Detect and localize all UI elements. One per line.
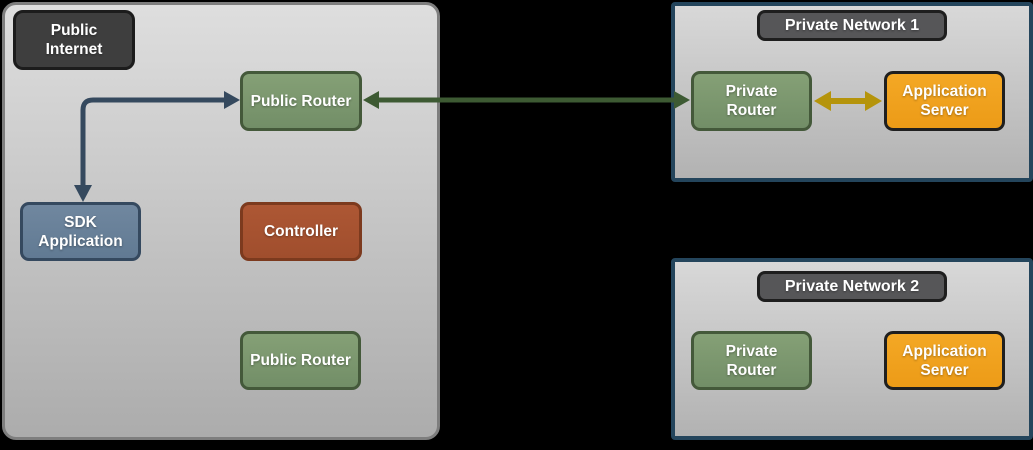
private-network-1-private-router-node: Private Router bbox=[691, 71, 812, 131]
public-internet-label: Public Internet bbox=[13, 10, 135, 70]
controller-node: Controller bbox=[240, 202, 362, 261]
public-router-bottom-node: Public Router bbox=[240, 331, 361, 390]
private-network-2-title: Private Network 2 bbox=[757, 271, 947, 302]
private-network-1-title: Private Network 1 bbox=[757, 10, 947, 41]
private-network-2-private-router-node: Private Router bbox=[691, 331, 812, 390]
private-network-1-application-server-node: Application Server bbox=[884, 71, 1005, 131]
private-network-2-application-server-node: Application Server bbox=[884, 331, 1005, 390]
sdk-application-node: SDK Application bbox=[20, 202, 141, 261]
public-router-top-node: Public Router bbox=[240, 71, 362, 131]
